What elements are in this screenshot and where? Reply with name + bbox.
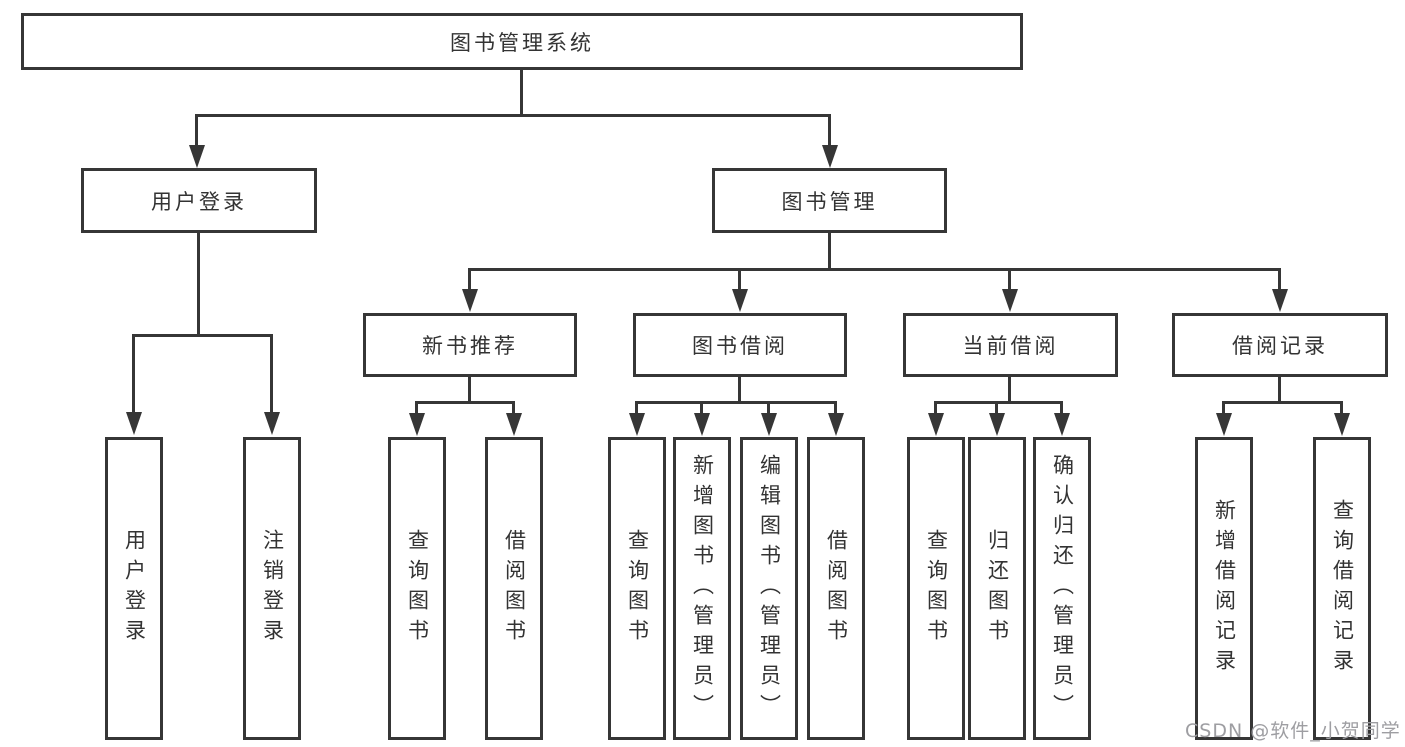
leaf-label: 编辑图书（管理员） [757,453,782,724]
connector-line [195,114,198,146]
connector-line [934,401,1063,404]
connector-line [132,334,273,337]
leaf-label: 新增借阅记录 [1212,498,1237,679]
connector-line [132,334,135,413]
leaf-br-add-record: 新增借阅记录 [1195,437,1253,740]
arrow-down [761,413,777,436]
leaf-label: 用户登录 [122,528,147,649]
connector-line [738,268,741,290]
arrow-down [126,412,142,435]
connector-line [1222,401,1225,414]
connector-line [415,401,515,404]
connector-line [635,401,638,414]
arrow-down [732,289,748,312]
arrow-down [928,413,944,436]
connector-line [1340,401,1343,414]
connector-line [635,401,837,404]
leaf-bb-borrow-books: 借阅图书 [807,437,865,740]
leaf-label: 查询借阅记录 [1330,498,1355,679]
node-label: 图书管理 [781,189,878,214]
node-current-borrowing: 当前借阅 [903,313,1118,377]
watermark: CSDN @软件_小贺同学 [1185,720,1401,742]
node-borrowing-records: 借阅记录 [1172,313,1388,377]
arrow-down [1054,413,1070,436]
leaf-label: 确认归还（管理员） [1050,453,1075,724]
leaf-bb-add-books-admin: 新增图书（管理员） [673,437,731,740]
arrow-down [629,413,645,436]
leaf-user-login: 用户登录 [105,437,163,740]
arrow-down [1216,413,1232,436]
arrow-down [264,412,280,435]
arrow-down [189,145,205,168]
connector-line [934,401,937,414]
leaf-logout: 注销登录 [243,437,301,740]
arrow-down [506,413,522,436]
node-new-book-recommendation: 新书推荐 [363,313,577,377]
leaf-label: 归还图书 [985,528,1010,649]
connector-line [828,114,831,146]
connector-line [195,114,831,117]
leaf-label: 借阅图书 [824,528,849,649]
connector-line [1008,377,1011,404]
leaf-label: 查询图书 [405,528,430,649]
leaf-label: 查询图书 [924,528,949,649]
connector-line [767,401,770,414]
arrow-down [1002,289,1018,312]
leaf-nbr-borrow-books: 借阅图书 [485,437,543,740]
leaf-label: 新增图书（管理员） [690,453,715,724]
arrow-down [1334,413,1350,436]
connector-line [828,233,831,271]
leaf-label: 借阅图书 [502,528,527,649]
node-label: 当前借阅 [962,334,1059,358]
arrow-down [989,413,1005,436]
connector-line [700,401,703,414]
node-label: 新书推荐 [422,334,518,358]
node-book-management: 图书管理 [712,168,947,233]
leaf-cb-query-books: 查询图书 [907,437,965,740]
leaf-label: 查询图书 [625,528,650,649]
node-label: 用户登录 [151,189,247,214]
connector-line [1278,268,1281,290]
arrow-down [462,289,478,312]
node-label: 图书管理系统 [450,30,594,55]
leaf-nbr-query-books: 查询图书 [388,437,446,740]
connector-line [1060,401,1063,414]
connector-line [1278,377,1281,404]
arrow-down [822,145,838,168]
leaf-cb-return-books: 归还图书 [968,437,1026,740]
connector-line [512,401,515,414]
leaf-br-query-record: 查询借阅记录 [1313,437,1371,740]
connector-line [834,401,837,414]
arrow-down [409,413,425,436]
leaf-label: 注销登录 [260,528,285,649]
leaf-bb-edit-books-admin: 编辑图书（管理员） [740,437,798,740]
arrow-down [828,413,844,436]
leaf-bb-query-books: 查询图书 [608,437,666,740]
connector-line [738,377,741,404]
connector-line [270,334,273,413]
node-label: 借阅记录 [1232,334,1328,358]
node-library-management-system: 图书管理系统 [21,13,1023,70]
connector-line [197,233,200,337]
node-book-borrowing: 图书借阅 [633,313,847,377]
connector-line [415,401,418,414]
arrow-down [694,413,710,436]
connector-line [468,268,471,290]
connector-line [468,377,471,404]
connector-line [468,268,1281,271]
connector-line [520,70,523,117]
leaf-cb-confirm-return-admin: 确认归还（管理员） [1033,437,1091,740]
connector-line [995,401,998,414]
connector-line [1008,268,1011,290]
arrow-down [1272,289,1288,312]
connector-line [1222,401,1343,404]
node-user-login: 用户登录 [81,168,317,233]
node-label: 图书借阅 [692,334,788,358]
